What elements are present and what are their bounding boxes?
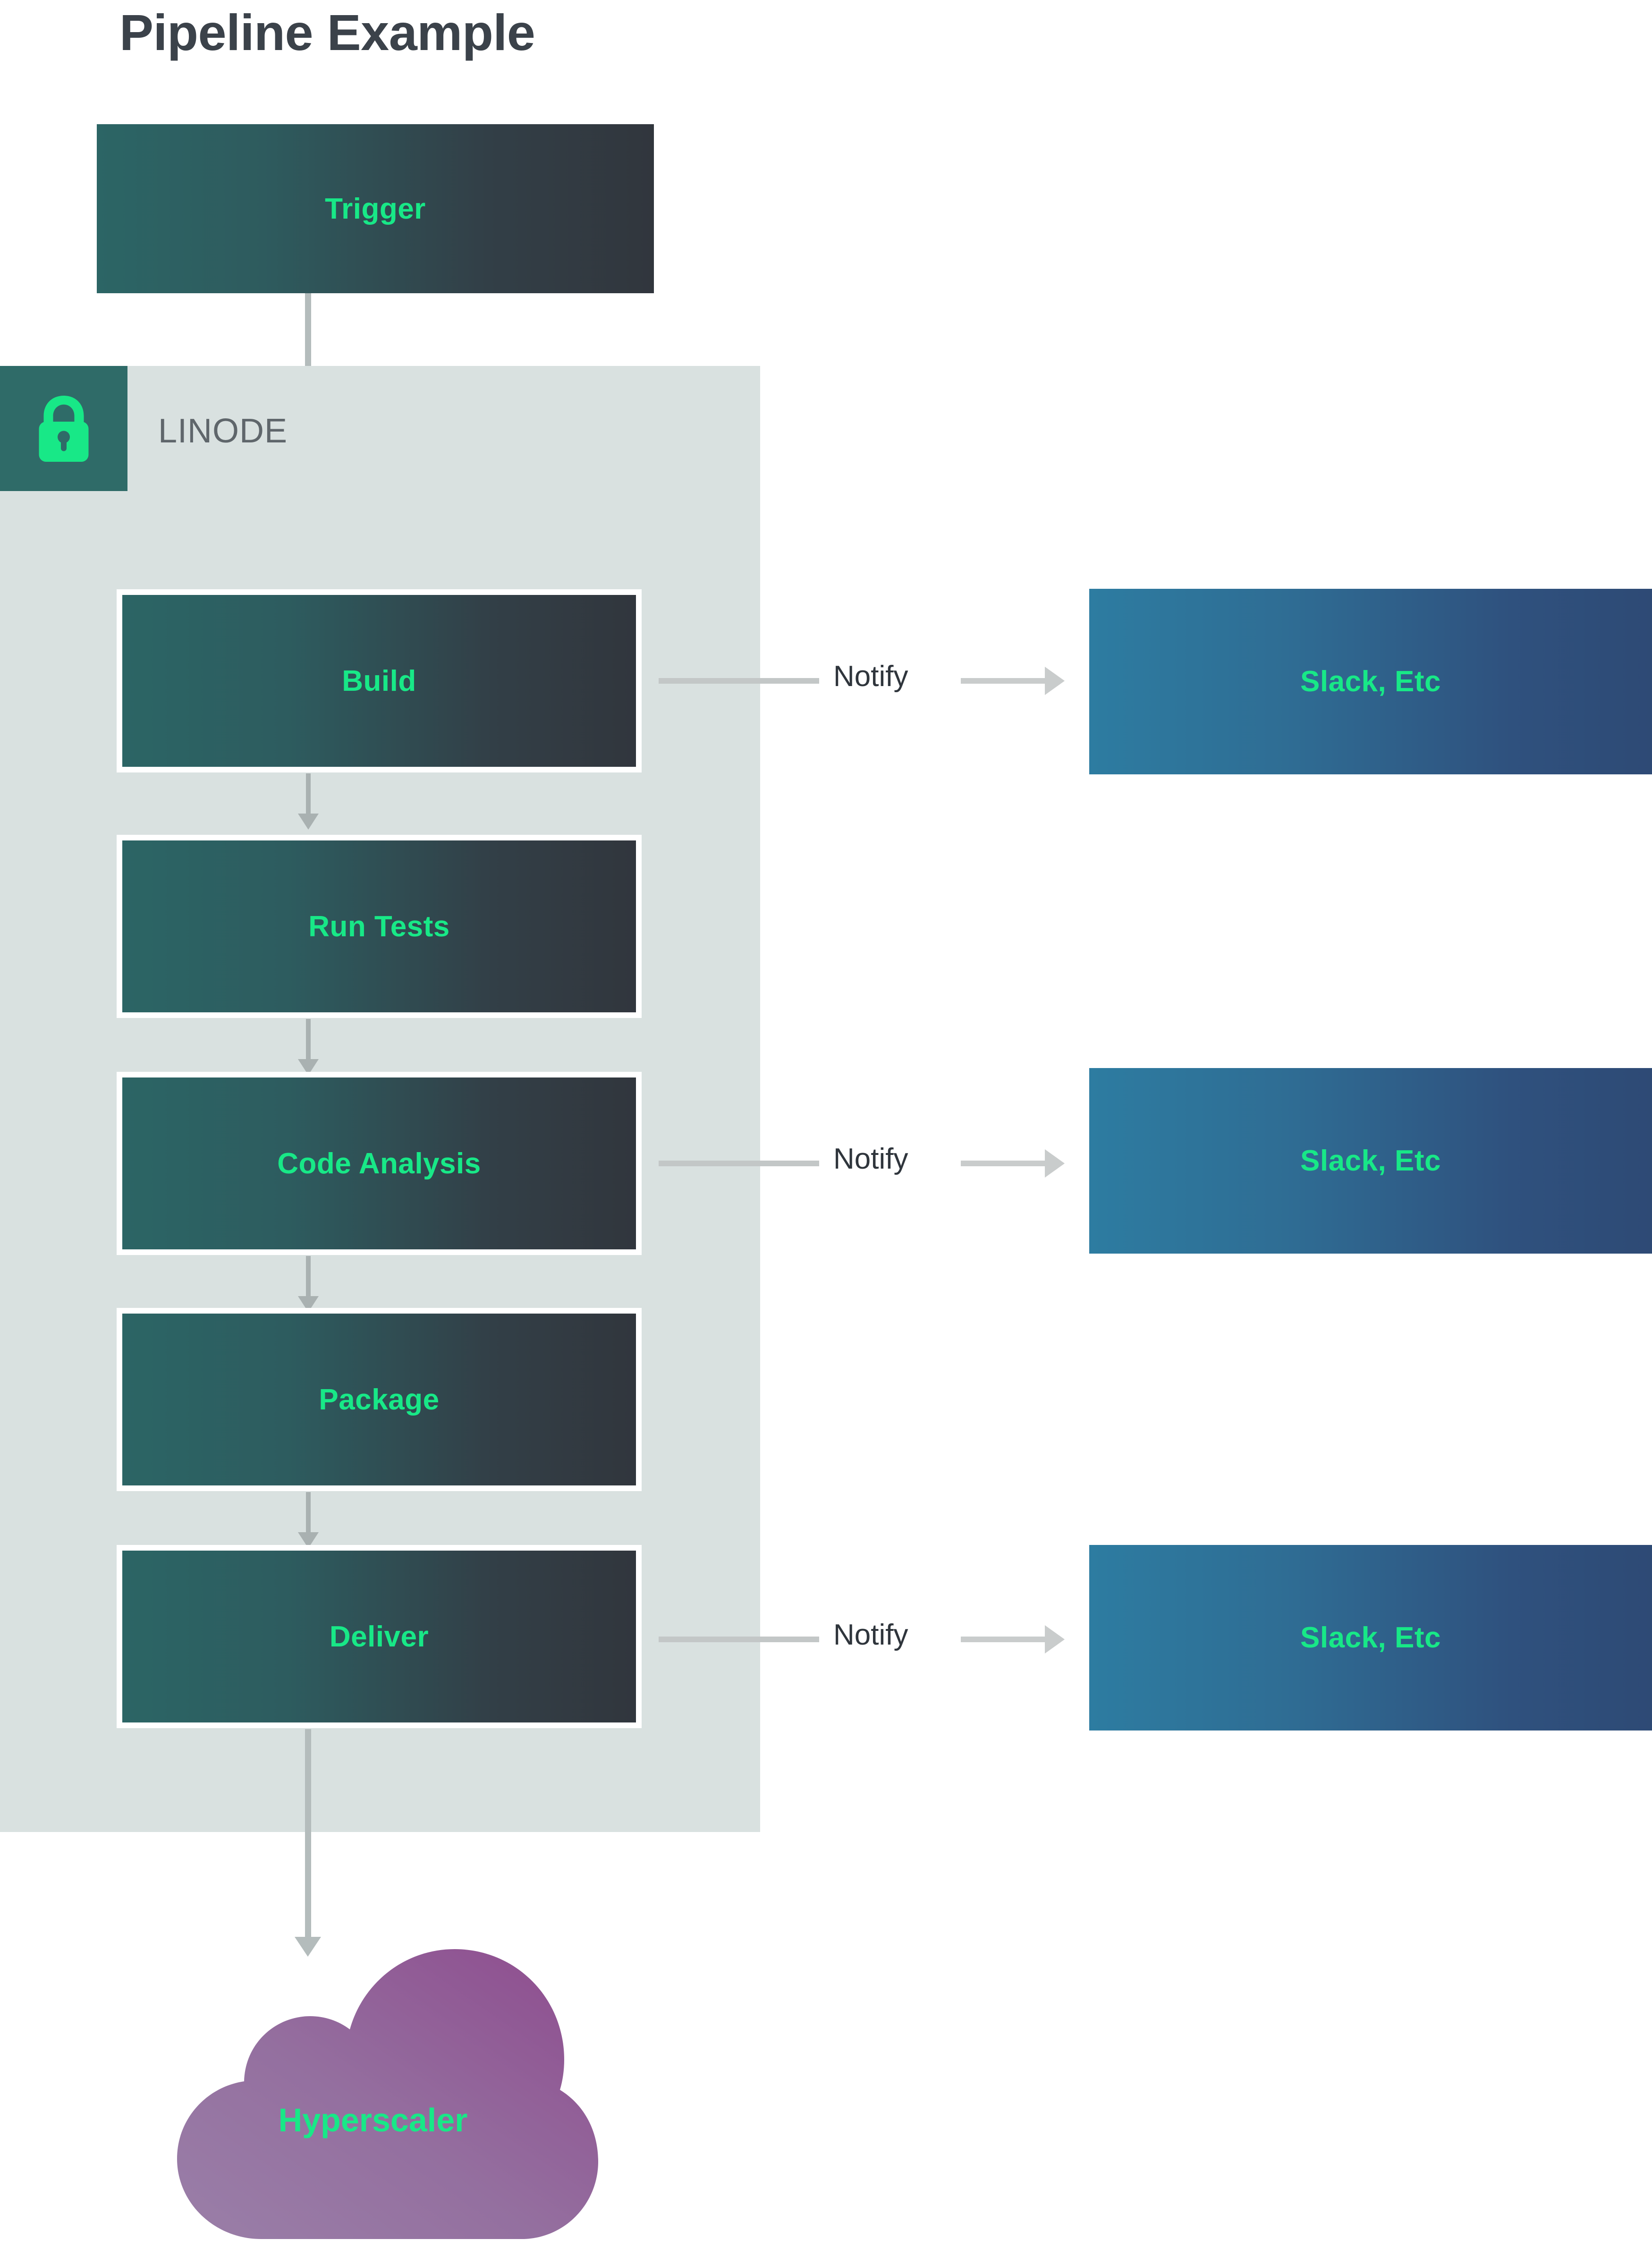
node-slack-1[interactable]: Slack, Etc — [1089, 589, 1652, 774]
node-deliver[interactable]: Deliver — [117, 1545, 642, 1728]
lock-icon-badge — [0, 366, 127, 491]
node-run-tests[interactable]: Run Tests — [117, 835, 642, 1018]
node-trigger-label: Trigger — [325, 192, 426, 225]
node-slack-2[interactable]: Slack, Etc — [1089, 1068, 1652, 1254]
connector-build-notify-line-right — [961, 678, 1046, 684]
connector-deliver-to-hyperscaler — [305, 1729, 311, 1937]
lock-icon — [39, 395, 89, 462]
node-package[interactable]: Package — [117, 1308, 642, 1491]
connector-build-notify-arrowhead — [1045, 667, 1065, 695]
node-slack-2-label: Slack, Etc — [1300, 1145, 1441, 1177]
page-title: Pipeline Example — [119, 4, 535, 61]
node-run-tests-body: Run Tests — [122, 840, 636, 1012]
connector-deliver-notify-line-right — [961, 1637, 1046, 1642]
node-code-analysis[interactable]: Code Analysis — [117, 1072, 642, 1255]
node-trigger[interactable]: Trigger — [97, 124, 654, 293]
connector-deliver-notify-line-left — [659, 1637, 819, 1642]
node-deliver-label: Deliver — [329, 1620, 429, 1653]
connector-code-analysis-notify-line-left — [659, 1161, 819, 1166]
connector-code-analysis-notify-line-right — [961, 1161, 1046, 1166]
node-code-analysis-body: Code Analysis — [122, 1077, 636, 1249]
node-run-tests-label: Run Tests — [308, 910, 450, 943]
node-hyperscaler-label: Hyperscaler — [278, 2102, 468, 2138]
node-build[interactable]: Build — [117, 589, 642, 772]
linode-zone-label: LINODE — [158, 412, 288, 450]
connector-build-notify-line-left — [659, 678, 819, 684]
node-code-analysis-label: Code Analysis — [277, 1147, 481, 1180]
connector-code-analysis-to-package — [306, 1256, 311, 1298]
node-package-body: Package — [122, 1314, 636, 1485]
node-package-label: Package — [319, 1383, 440, 1416]
connector-deliver-notify-label: Notify — [833, 1619, 908, 1651]
node-slack-3-label: Slack, Etc — [1300, 1621, 1441, 1654]
node-hyperscaler[interactable] — [144, 1941, 602, 2243]
connector-code-analysis-notify-arrowhead — [1045, 1149, 1065, 1178]
connector-build-notify-label: Notify — [833, 660, 908, 693]
connector-run-tests-to-code-analysis — [306, 1019, 311, 1061]
node-build-label: Build — [342, 664, 416, 697]
connector-deliver-to-hyperscaler-arrowhead — [295, 1937, 321, 1957]
node-deliver-body: Deliver — [122, 1551, 636, 1722]
connector-build-to-run-tests-arrowhead — [298, 814, 319, 830]
connector-package-to-deliver — [306, 1492, 311, 1535]
connector-code-analysis-notify-label: Notify — [833, 1143, 908, 1175]
connector-build-to-run-tests — [306, 773, 311, 816]
cloud-shape-icon — [177, 1949, 598, 2239]
connector-deliver-notify-arrowhead — [1045, 1625, 1065, 1654]
node-slack-3[interactable]: Slack, Etc — [1089, 1545, 1652, 1731]
node-slack-1-label: Slack, Etc — [1300, 665, 1441, 698]
node-build-body: Build — [122, 595, 636, 767]
